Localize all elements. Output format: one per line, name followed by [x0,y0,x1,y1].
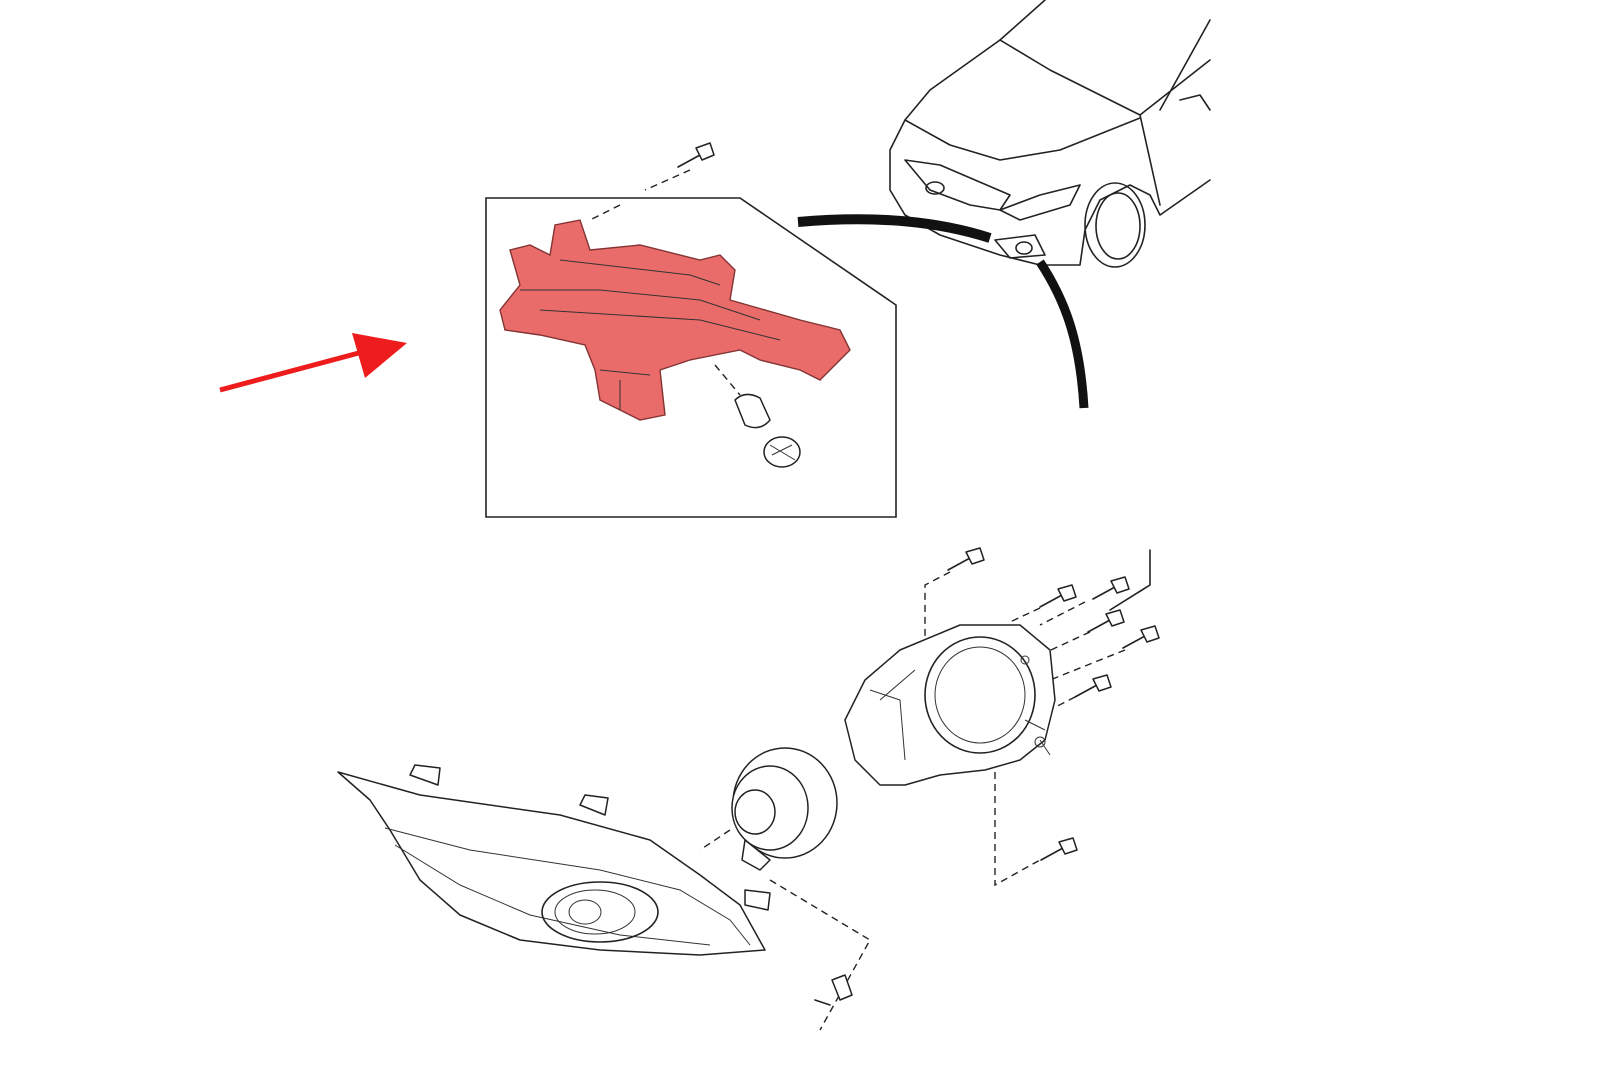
fog-lamp [731,747,838,871]
connector-icon [814,974,853,1006]
daytime-running-lamp-highlighted [499,219,851,421]
bulb-socket-icon [763,436,801,468]
bulb-guide-line [714,364,741,396]
fog-lamp-location [1015,241,1033,255]
screw-guide-lines [924,571,1126,887]
leader-line-bracket [1109,549,1151,611]
lamp-guide-lines [699,829,871,1031]
leader-line-upper [797,214,992,243]
callout-box [485,197,897,518]
bracket-screws [947,547,1160,861]
leader-line-lower [1036,259,1089,409]
screw-guide-line [589,169,691,221]
fog-lamp-bezel [337,764,771,956]
vehicle-front [889,0,1211,268]
fog-lamp-bracket [844,624,1056,786]
bulb-icon [734,393,771,429]
screw-icon [677,142,715,168]
red-pointer-arrow [219,333,407,393]
